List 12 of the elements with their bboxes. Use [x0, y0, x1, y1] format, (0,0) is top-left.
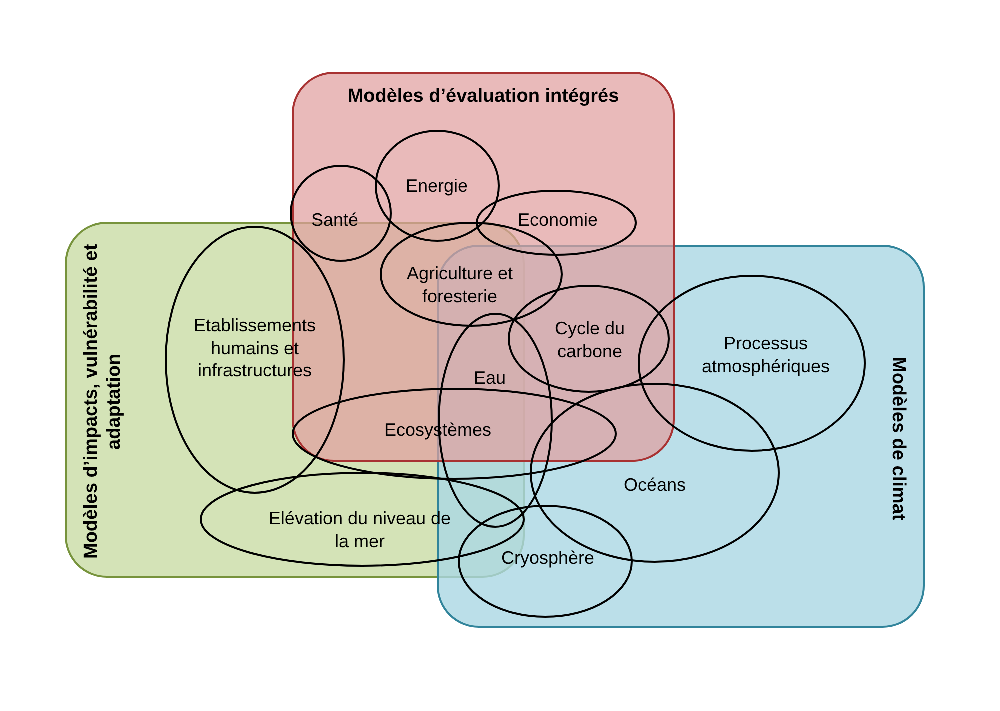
- group-title: Modèles de climat: [887, 356, 909, 522]
- group-title: Modèles d’évaluation intégrés: [346, 86, 620, 109]
- region-label: Santé: [310, 208, 360, 232]
- region-label: Economie: [516, 208, 600, 232]
- group-title: Modèles d’impacts, vulnérabilité et adaptation: [81, 244, 126, 560]
- region-label: Eau: [472, 366, 508, 390]
- region-label: Océans: [622, 474, 688, 496]
- region-label: Processus atmosphériques: [700, 332, 832, 378]
- region-label: Cryosphère: [500, 546, 596, 570]
- region-label: Energie: [404, 174, 470, 198]
- region-label: Agriculture et foresterie: [406, 262, 514, 308]
- region-label: Cycle du carbone: [554, 318, 626, 362]
